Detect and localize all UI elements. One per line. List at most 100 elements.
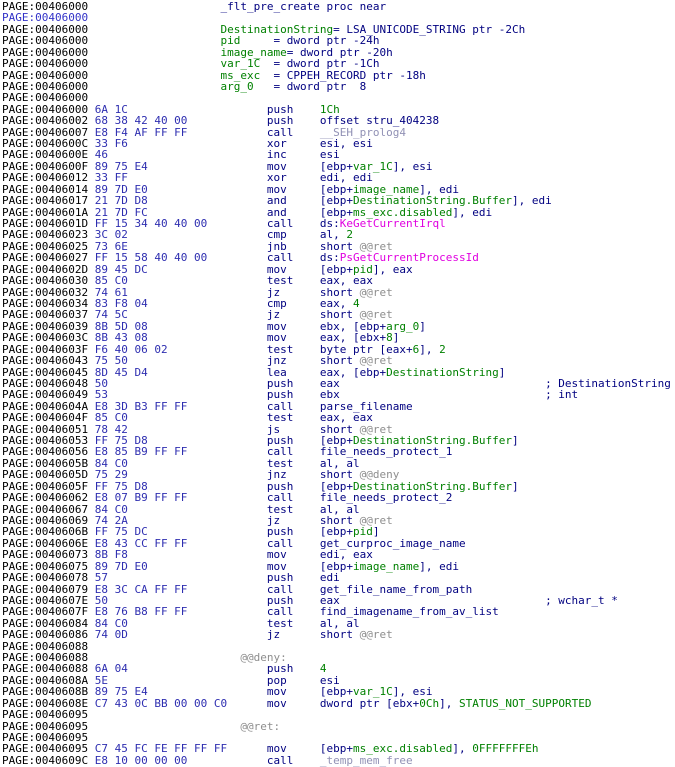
- token-instruction: test eax, eax: [266, 274, 373, 288]
- listing-line[interactable]: PAGE:00406056 E8 85 B9 FF FF call file_n…: [2, 446, 675, 457]
- listing-line[interactable]: PAGE:0040603C 8B 43 08 mov eax, [ebx+8]: [2, 332, 675, 343]
- token-instruction: push offset stru_404238: [266, 114, 440, 128]
- listing-line[interactable]: PAGE:00406000 _flt_pre_create proc near: [2, 1, 675, 12]
- listing-line[interactable]: PAGE:00406095 C7 45 FC FE FF FF FF mov […: [2, 743, 675, 754]
- listing-line[interactable]: PAGE:0040600F 89 75 E4 mov [ebp+var_1C],…: [2, 161, 675, 172]
- listing-line[interactable]: PAGE:0040608A 5E pop esi: [2, 675, 675, 686]
- token-instruction: push eax: [266, 593, 340, 607]
- token-instruction: ]: [511, 479, 519, 493]
- token-address: PAGE:0040608A: [2, 673, 89, 687]
- listing-line[interactable]: PAGE:00406048 50 push eax ; DestinationS…: [2, 378, 675, 389]
- token-local-label: @@ret: [359, 239, 393, 253]
- token-instruction: ]: [419, 319, 426, 333]
- listing-line[interactable]: PAGE:00406000: [2, 92, 675, 103]
- token-address: PAGE:00406053: [2, 434, 89, 448]
- listing-line[interactable]: PAGE:00406045 8D 45 D4 lea eax, [ebp+Des…: [2, 366, 675, 378]
- listing-line[interactable]: PAGE:00406073 8B F8 mov edi, eax: [2, 549, 675, 560]
- token-address: PAGE:0040607E: [2, 593, 89, 607]
- listing-line[interactable]: PAGE:00406075 89 7D E0 mov [ebp+image_na…: [2, 560, 675, 572]
- token-number-or-variable: 1Ch: [319, 102, 340, 116]
- listing-line[interactable]: PAGE:00406037 74 5C jz short @@ret: [2, 309, 675, 320]
- token-instruction: xor edi, edi: [266, 171, 373, 185]
- listing-line[interactable]: PAGE:0040609C E8 10 00 00 00 call _temp_…: [2, 755, 675, 766]
- listing-line[interactable]: PAGE:00406000 arg_0 = dword ptr 8: [2, 81, 675, 92]
- listing-line[interactable]: PAGE:00406039 8B 5D 08 mov ebx, [ebp+arg…: [2, 321, 675, 332]
- token-address: PAGE:0040603F: [2, 342, 89, 356]
- listing-line[interactable]: PAGE:0040605B 84 C0 test al, al: [2, 458, 675, 469]
- listing-line[interactable]: PAGE:00406051 78 42 js short @@ret: [2, 423, 675, 435]
- listing-line[interactable]: PAGE:00406012 33 FF xor edi, edi: [2, 172, 675, 183]
- listing-line[interactable]: PAGE:00406027 FF 15 58 40 40 00 call ds:…: [2, 252, 675, 263]
- token-address: PAGE:00406069: [2, 513, 89, 527]
- token-instruction: mov [ebp+: [266, 182, 353, 196]
- token-opcode-bytes: 89 45 DC: [88, 262, 267, 276]
- listing-line[interactable]: PAGE:00406095 @@ret:: [2, 720, 675, 732]
- listing-line[interactable]: PAGE:0040600C 33 F6 xor esi, esi: [2, 138, 675, 149]
- listing-line[interactable]: PAGE:00406000 6A 1C push 1Ch: [2, 104, 675, 115]
- token-instruction: = dword ptr -24h: [240, 34, 380, 48]
- listing-line[interactable]: PAGE:0040605F FF 75 D8 push [ebp+Destina…: [2, 481, 675, 492]
- token-local-label: @@ret: [359, 513, 393, 527]
- listing-line[interactable]: PAGE:00406095: [2, 709, 675, 720]
- listing-line[interactable]: PAGE:0040608B 89 75 E4 mov [ebp+var_1C],…: [2, 686, 675, 697]
- listing-line[interactable]: PAGE:0040601D FF 15 34 40 40 00 call ds:…: [2, 218, 675, 229]
- listing-line[interactable]: PAGE:00406034 83 F8 04 cmp eax, 4: [2, 298, 675, 309]
- token-instruction: test al, al: [266, 456, 360, 470]
- listing-line[interactable]: PAGE:00406084 84 C0 test al, al: [2, 618, 675, 629]
- listing-line[interactable]: PAGE:0040600E 46 inc esi: [2, 149, 675, 160]
- listing-line[interactable]: PAGE:00406000: [2, 12, 675, 23]
- listing-line[interactable]: PAGE:0040601A 21 7D FC and [ebp+ms_exc.d…: [2, 205, 675, 219]
- listing-line[interactable]: PAGE:00406095: [2, 732, 675, 743]
- listing-line[interactable]: PAGE:00406014 89 7D E0 mov [ebp+image_na…: [2, 184, 675, 195]
- listing-line[interactable]: PAGE:00406023 3C 02 cmp al, 2: [2, 229, 675, 240]
- listing-line[interactable]: PAGE:00406032 74 61 jz short @@ret: [2, 286, 675, 298]
- listing-line[interactable]: PAGE:00406078 57 push edi: [2, 572, 675, 583]
- listing-line[interactable]: PAGE:00406017 21 7D D8 and [ebp+Destinat…: [2, 195, 675, 206]
- token-comment: ; DestinationString: [339, 376, 671, 390]
- token-address: PAGE:0040606B: [2, 525, 89, 539]
- listing-line[interactable]: PAGE:00406053 FF 75 D8 push [ebp+Destina…: [2, 435, 675, 446]
- token-opcode-bytes: 6A 1C: [88, 102, 267, 116]
- listing-line[interactable]: PAGE:0040604F 85 C0 test eax, eax: [2, 412, 675, 423]
- listing-line[interactable]: PAGE:00406030 85 C0 test eax, eax: [2, 275, 675, 286]
- token-instruction: test eax, eax: [266, 411, 373, 425]
- listing-line[interactable]: PAGE:0040605D 75 29 jnz short @@deny: [2, 469, 675, 480]
- listing-line[interactable]: PAGE:00406007 E8 F4 AF FF FF call __SEH_…: [2, 126, 675, 138]
- token-instruction: cmp eax,: [266, 296, 353, 310]
- listing-line[interactable]: PAGE:00406002 68 38 42 40 00 push offset…: [2, 115, 675, 126]
- listing-line[interactable]: PAGE:00406088: [2, 640, 675, 652]
- listing-line[interactable]: PAGE:00406025 73 6E jnb short @@ret: [2, 241, 675, 252]
- listing-line[interactable]: PAGE:00406000 pid = dword ptr -24h: [2, 35, 675, 46]
- listing-line[interactable]: PAGE:0040607E 50 push eax ; wchar_t *: [2, 595, 675, 606]
- token-address: PAGE:0040601A: [2, 205, 89, 219]
- token-opcode-bytes: C7 45 FC FE FF FF FF: [88, 742, 267, 756]
- token-instruction: push [ebp+: [266, 525, 353, 539]
- listing-line[interactable]: PAGE:0040607F E8 76 B8 FF FF call find_i…: [2, 606, 675, 617]
- listing-line[interactable]: PAGE:00406067 84 C0 test al, al: [2, 503, 675, 515]
- listing-line[interactable]: PAGE:00406069 74 2A jz short @@ret: [2, 515, 675, 526]
- listing-line[interactable]: PAGE:00406043 75 50 jnz short @@ret: [2, 355, 675, 366]
- listing-line[interactable]: PAGE:00406088 6A 04 push 4: [2, 663, 675, 674]
- listing-line[interactable]: PAGE:00406000 DestinationString= LSA_UNI…: [2, 24, 675, 35]
- token-address: PAGE:0040602D: [2, 262, 89, 276]
- listing-line[interactable]: PAGE:00406086 74 0D jz short @@ret: [2, 629, 675, 640]
- listing-line[interactable]: PAGE:0040606E E8 43 CC FF FF call get_cu…: [2, 538, 675, 549]
- listing-line[interactable]: PAGE:0040604A E8 3D B3 FF FF call parse_…: [2, 401, 675, 412]
- token-number-or-variable: 2: [439, 342, 446, 356]
- listing-line[interactable]: PAGE:00406088 @@deny:: [2, 652, 675, 663]
- token-number-or-variable: 0Ch: [419, 696, 440, 710]
- listing-line[interactable]: PAGE:00406000 image_name= dword ptr -20h: [2, 46, 675, 58]
- listing-line[interactable]: PAGE:00406000 var_1C = dword ptr -1Ch: [2, 58, 675, 69]
- token-instruction: ]: [372, 525, 380, 539]
- listing-line[interactable]: PAGE:00406062 E8 07 B9 FF FF call file_n…: [2, 492, 675, 503]
- listing-line[interactable]: PAGE:0040602D 89 45 DC mov [ebp+pid], ea…: [2, 262, 675, 276]
- listing-line[interactable]: PAGE:00406049 53 push ebx ; int: [2, 389, 675, 400]
- listing-line[interactable]: PAGE:0040608E C7 43 0C BB 00 00 C0 mov d…: [2, 698, 675, 709]
- listing-line[interactable]: PAGE:0040606B FF 75 DC push [ebp+pid]: [2, 526, 675, 537]
- token-opcode-bytes: 85 C0: [88, 411, 267, 425]
- listing-line[interactable]: PAGE:0040603F F6 40 06 02 test byte ptr …: [2, 342, 675, 356]
- listing-line[interactable]: PAGE:00406079 E8 3C CA FF FF call get_fi…: [2, 583, 675, 595]
- token-opcode-bytes: 50: [88, 376, 267, 390]
- listing-line[interactable]: PAGE:00406000 ms_exc = CPPEH_RECORD ptr …: [2, 69, 675, 81]
